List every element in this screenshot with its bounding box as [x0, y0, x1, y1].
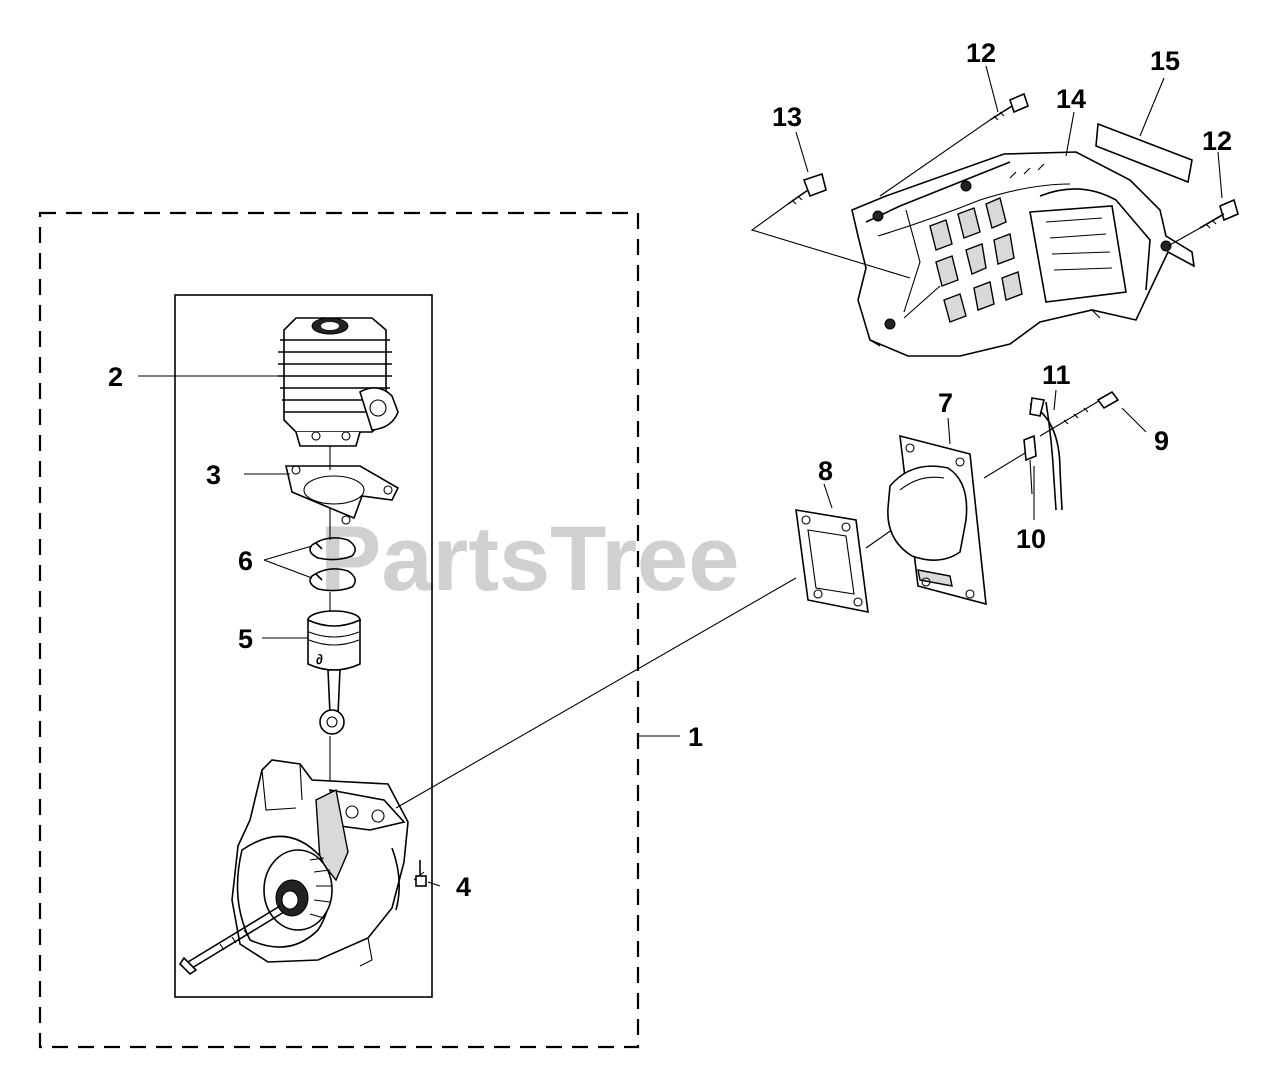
- callout-4: 4: [456, 872, 471, 902]
- callout-9: 9: [1154, 426, 1169, 456]
- cover-screw-right-part: [1167, 198, 1239, 247]
- callout-11: 11: [1042, 360, 1071, 390]
- callout-leaders: [138, 65, 1223, 887]
- callout-14: 14: [1056, 84, 1086, 114]
- muffler-part: [887, 434, 987, 606]
- callout-2: 2: [108, 362, 123, 392]
- callout-12-right: 12: [1202, 126, 1232, 156]
- callout-labels: 1 2 3 4 5 6 7 8 9 10 11 12 12 13 14 15: [108, 38, 1232, 902]
- callout-13: 13: [772, 102, 802, 132]
- muffler-baffle-part: [1023, 397, 1045, 495]
- cover-screw-top-part: [879, 92, 1029, 197]
- cover-screw-left-part: [750, 172, 911, 279]
- callout-7: 7: [938, 388, 953, 418]
- callout-3: 3: [206, 460, 221, 490]
- muffler-screw-part: [1039, 390, 1120, 437]
- piston-rings-part: [309, 537, 356, 592]
- callout-1: 1: [688, 722, 703, 752]
- partstree-watermark: PartsTree: [320, 508, 739, 610]
- muffler-gasket-part: [795, 509, 869, 614]
- svg-text:∂: ∂: [316, 651, 323, 667]
- callout-10: 10: [1016, 524, 1046, 554]
- short-block-outline: [174, 294, 433, 998]
- callout-12-top: 12: [966, 38, 996, 68]
- callout-5: 5: [238, 624, 253, 654]
- cylinder-gasket-part: [284, 465, 400, 525]
- callout-8: 8: [818, 456, 833, 486]
- decal-label-part: [1095, 122, 1193, 184]
- piston-part: ∂: [307, 610, 361, 735]
- engine-cover-part: [851, 151, 1196, 357]
- mounting-reference-line: [395, 577, 797, 809]
- crankcase-part: [178, 759, 409, 976]
- assembly-dashed-outline: [38, 211, 640, 1049]
- cylinder-part: [278, 317, 399, 447]
- crankcase-bolt-part: [413, 860, 427, 887]
- callout-15: 15: [1150, 46, 1180, 76]
- callout-6: 6: [238, 546, 253, 576]
